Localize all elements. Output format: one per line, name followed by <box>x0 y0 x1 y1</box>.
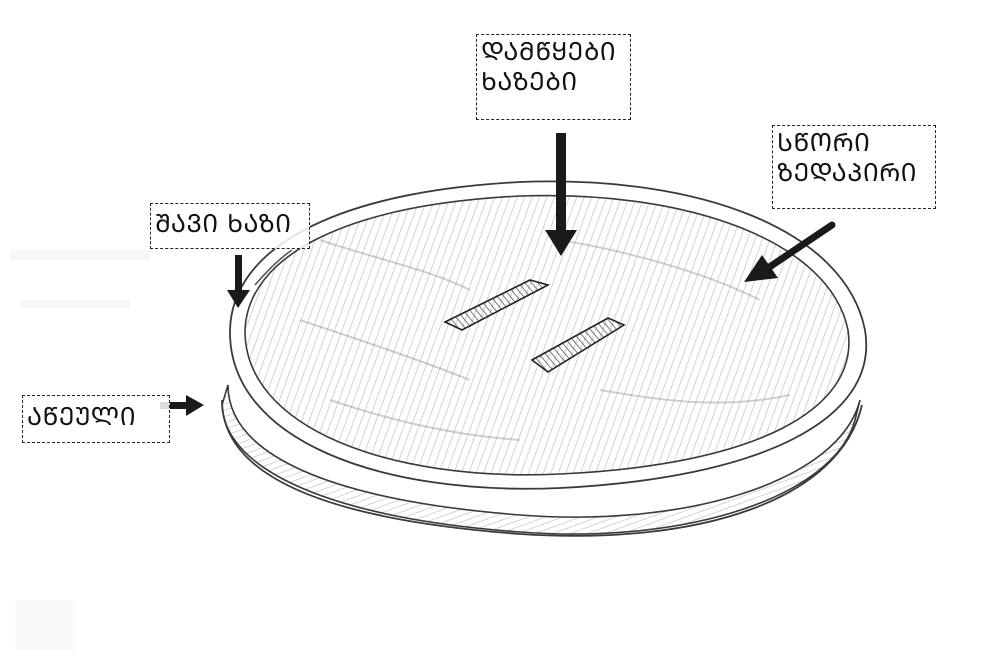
label-dotted-lines: ᲓᲐᲛᲬᲧᲔᲑᲘ ᲮᲐᲖᲔᲑᲘ <box>476 34 631 120</box>
label-flat-surface-line2: ᲖᲔᲓᲐᲞᲘᲠᲘ <box>777 158 931 188</box>
label-flat-surface: ᲡᲬᲝᲠᲘ ᲖᲔᲓᲐᲞᲘᲠᲘ <box>772 125 936 209</box>
label-raised-text: ᲐᲬᲔᲣᲚᲘ <box>27 398 165 436</box>
label-dotted-lines-line2: ᲮᲐᲖᲔᲑᲘ <box>481 67 626 97</box>
label-black-line: ᲨᲐᲕᲘ ᲮᲐᲖᲘ <box>150 203 310 249</box>
paper-smudges <box>10 250 150 650</box>
label-black-line-text: ᲨᲐᲕᲘ ᲮᲐᲖᲘ <box>155 206 305 242</box>
label-flat-surface-line1: ᲡᲬᲝᲠᲘ <box>777 128 931 158</box>
label-dotted-lines-line1: ᲓᲐᲛᲬᲧᲔᲑᲘ <box>481 37 626 67</box>
disc-top-surface <box>245 196 849 475</box>
label-raised: ᲐᲬᲔᲣᲚᲘ <box>22 395 170 443</box>
